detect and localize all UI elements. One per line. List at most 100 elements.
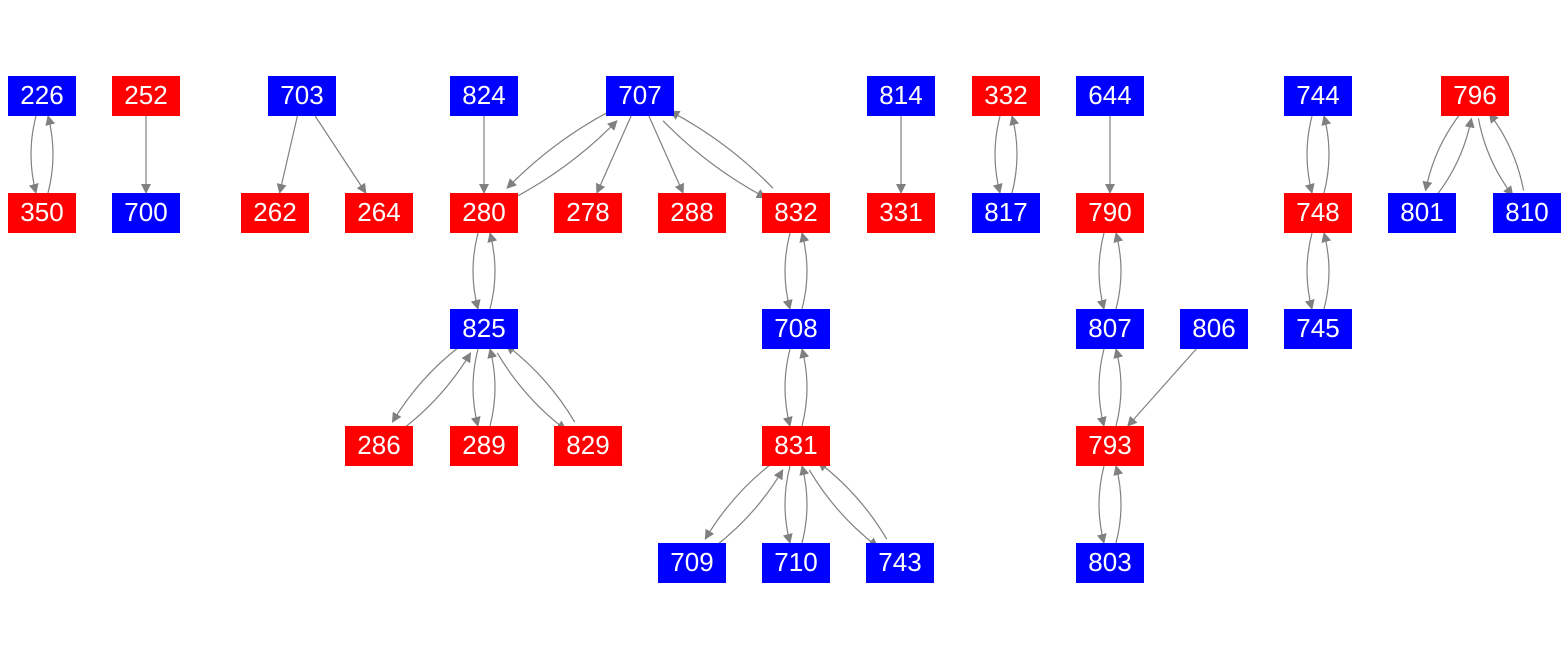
node-708-box [762,309,830,349]
node-745-label: 745 [1296,313,1339,343]
node-644-label: 644 [1088,80,1131,110]
edge-793-to-803 [1096,465,1107,544]
edge-796-to-810 [1477,118,1514,197]
node-793: 793 [1076,426,1144,466]
edge-744-to-748 [1304,115,1315,194]
node-332-box [972,76,1040,116]
edge-709-to-831 [713,469,784,548]
node-226-box [8,76,76,116]
node-743-label: 743 [878,547,921,577]
edge-817-to-332 [1009,115,1020,194]
node-331-box [867,193,935,233]
edge-831-to-743 [808,469,879,548]
node-829: 829 [554,426,622,466]
edge-707-to-288 [648,115,685,194]
node-331-label: 331 [879,197,922,227]
node-801: 801 [1388,193,1456,233]
node-709: 709 [658,543,726,583]
node-707: 707 [606,76,674,116]
edge-748-to-745 [1304,232,1315,310]
node-264-label: 264 [357,197,400,227]
edge-807-to-793 [1096,348,1107,427]
node-278-label: 278 [566,197,609,227]
edge-707-to-278 [595,115,632,194]
node-807-label: 807 [1088,313,1131,343]
node-825: 825 [450,309,518,349]
edge-707-to-832 [662,120,767,199]
node-707-box [606,76,674,116]
node-748-box [1284,193,1352,233]
node-796-label: 796 [1453,80,1496,110]
edge-280-to-825 [470,232,481,310]
edge-710-to-831 [799,465,810,544]
node-703: 703 [268,76,336,116]
node-708-label: 708 [774,313,817,343]
node-286-box [345,426,413,466]
node-814: 814 [867,76,935,116]
node-286-label: 286 [357,430,400,460]
node-806: 806 [1180,309,1248,349]
node-280-box [450,193,518,233]
node-710-label: 710 [774,547,817,577]
edge-825-to-289 [470,348,481,427]
edge-748-to-744 [1321,115,1332,194]
node-810-label: 810 [1505,197,1548,227]
edge-825-to-286 [391,344,462,423]
node-743-box [866,543,934,583]
node-700-label: 700 [124,197,167,227]
node-703-label: 703 [280,80,323,110]
node-824-box [450,76,518,116]
node-278-box [554,193,622,233]
node-350: 350 [8,193,76,233]
node-810: 810 [1493,193,1561,233]
edge-708-to-831 [782,348,793,427]
node-252-box [112,76,180,116]
edge-707-to-280 [506,110,611,189]
node-226: 226 [8,76,76,116]
node-744: 744 [1284,76,1352,116]
node-832: 832 [762,193,830,233]
node-278: 278 [554,193,622,233]
node-744-label: 744 [1296,80,1339,110]
edge-831-to-710 [782,465,793,544]
node-226-label: 226 [20,80,63,110]
node-264: 264 [345,193,413,233]
edge-708-to-832 [799,232,810,310]
node-801-box [1388,193,1456,233]
node-252: 252 [112,76,180,116]
node-710: 710 [762,543,830,583]
node-832-label: 832 [774,197,817,227]
node-252-label: 252 [124,80,167,110]
node-331: 331 [867,193,935,233]
edge-703-to-264 [314,115,367,194]
node-810-box [1493,193,1561,233]
edge-745-to-748 [1321,232,1332,310]
node-332-label: 332 [984,80,1027,110]
edge-832-to-707 [669,110,774,189]
node-807: 807 [1076,309,1144,349]
edge-743-to-831 [817,461,888,540]
node-829-box [554,426,622,466]
node-264-box [345,193,413,233]
edge-286-to-825 [401,352,472,431]
edge-831-to-708 [799,348,810,427]
edge-829-to-825 [505,344,576,423]
node-745-box [1284,309,1352,349]
node-262-label: 262 [253,197,296,227]
edge-832-to-708 [782,232,793,310]
edge-803-to-793 [1113,465,1124,544]
node-744-box [1284,76,1352,116]
node-700-box [112,193,180,233]
node-817-box [972,193,1040,233]
node-288-label: 288 [670,197,713,227]
node-801-label: 801 [1400,197,1443,227]
edge-350-to-226 [45,115,56,194]
node-824-label: 824 [462,80,505,110]
node-703-box [268,76,336,116]
node-262-box [241,193,309,233]
node-793-label: 793 [1088,430,1131,460]
node-709-label: 709 [670,547,713,577]
node-262: 262 [241,193,309,233]
node-707-label: 707 [618,80,661,110]
